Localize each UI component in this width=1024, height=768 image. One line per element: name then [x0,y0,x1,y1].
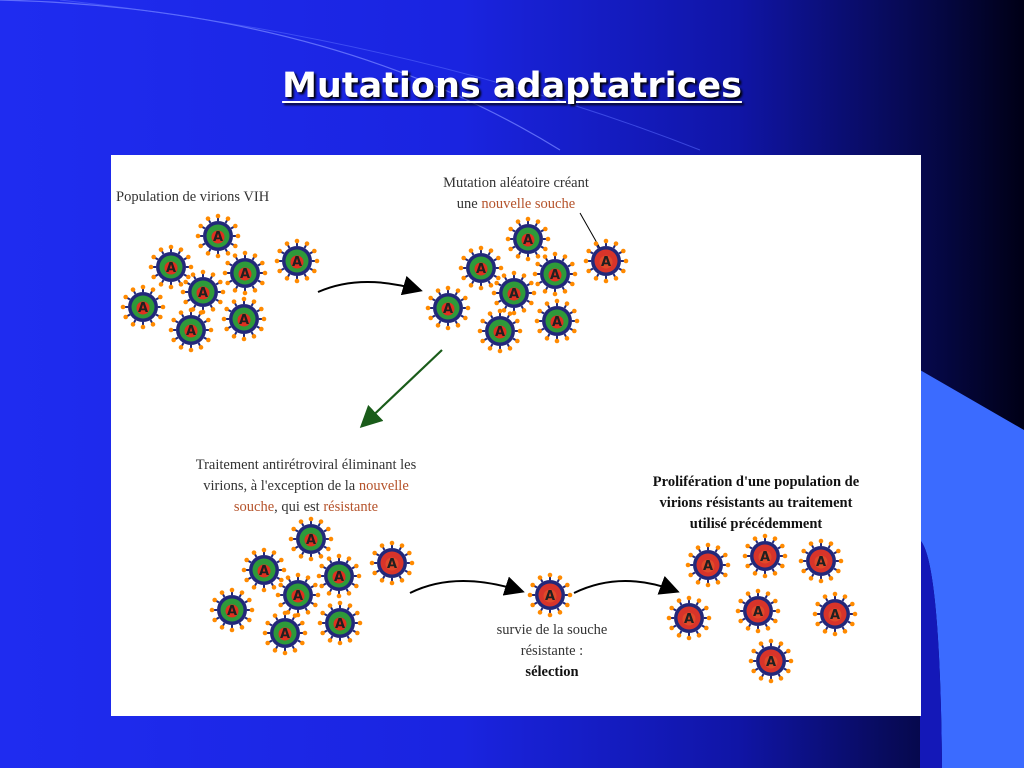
slide-title: Mutations adaptatrices [282,66,742,106]
hiv-virion-icon: A [275,572,321,618]
label-random-mutation: Mutation aléatoire créant une nouvelle s… [416,173,616,215]
virion-letter: A [760,550,770,565]
virion-letter: A [239,313,249,328]
resistant-virion-icon: A [666,595,712,641]
background-accent-shape [920,370,1024,768]
label-antiretroviral-treatment: Traitement antirétroviral éliminant les … [151,455,461,518]
background-curve-2 [59,0,701,151]
virion-letter: A [240,267,250,282]
hiv-virion-icon: A [288,516,334,562]
virion-letter: A [292,255,302,270]
virion-letter: A [138,301,148,316]
virion-letter: A [523,233,533,248]
label-new-strain: nouvelle souche [481,196,576,212]
hiv-virion-icon: A [505,216,551,262]
figure-diagram: A A A A A A A A A A A A A A A A A A A A A A A A A A A A A A A A [120,212,858,684]
hiv-virion-icon: A [477,308,523,354]
hiv-virion-icon: A [274,238,320,284]
resistant-virion-icon: A [748,638,794,684]
hiv-virion-icon: A [195,213,241,259]
virion-letter: A [166,261,176,276]
hiv-virion-icon: A [180,269,226,315]
hiv-virion-icon: A [458,245,504,291]
virion-letter: A [830,608,840,623]
label-initial-population: Population de virions VIH [116,189,270,205]
hiv-virion-icon: A [241,547,287,593]
label-survival-line1: survie de la souche [496,622,608,638]
virion-letter: A [335,617,345,632]
resistant-virion-icon: A [583,238,629,284]
virion-letter: A [306,533,316,548]
arrow-mutation [317,275,423,296]
arrow-proliferation [573,575,680,595]
hiv-virion-icon: A [532,251,578,297]
hiv-virion-icon: A [120,284,166,330]
virion-letter: A [334,570,344,585]
label-treatment-resistant: résistante [323,499,379,515]
arrow-selection [409,576,525,596]
label-random-mutation-line2-prefix: une [456,196,482,212]
label-proliferation-line2: virions résistants au traitement [659,495,853,511]
resistant-virion-icon: A [742,533,788,579]
hiv-virion-icon: A [317,600,363,646]
label-survival-selection: survie de la souche résistante : sélecti… [467,620,637,683]
background-curve-1 [0,0,561,151]
figure-panel: A A A A A A A A A A A A A A A A A A A A A A A A A A A A A A A A Populat… [111,155,921,716]
hiv-virion-icon: A [262,610,308,656]
virion-letter: A [443,302,453,317]
virion-letter: A [387,557,397,572]
virion-letter: A [509,287,519,302]
hiv-virion-icon: A [491,270,537,316]
label-survival-line2: résistante : [520,643,584,659]
label-treatment-line2-prefix: virions, à l'exception de la [203,478,359,494]
virion-letter: A [476,262,486,277]
hiv-virion-icon: A [534,298,580,344]
arrow-treatment [359,349,443,429]
label-proliferation-line1: Prolifération d'une population de [652,474,860,490]
label-treatment-which-is: , qui est [274,499,324,515]
virion-letter: A [495,325,505,340]
virion-letter: A [227,604,237,619]
virion-letter: A [766,655,776,670]
hiv-virion-icon: A [168,307,214,353]
virion-letter: A [601,255,611,270]
virion-letter: A [293,589,303,604]
resistant-virion-icon: A [812,591,858,637]
label-treatment-line1: Traitement antirétroviral éliminant les [195,457,417,473]
resistant-virion-icon: A [685,542,731,588]
virion-letter: A [552,315,562,330]
virion-letter: A [259,564,269,579]
hiv-virion-icon: A [222,250,268,296]
resistant-virion-icon: A [369,540,415,586]
label-treatment-strain: souche [233,499,275,515]
virion-letter: A [545,589,555,604]
label-random-mutation-line1: Mutation aléatoire créant [443,175,589,191]
label-proliferation-line3: utilisé précédemment [689,516,823,532]
hiv-virion-icon: A [148,244,194,290]
virion-letter: A [280,627,290,642]
hiv-virion-icon: A [316,553,362,599]
virion-letter: A [703,559,713,574]
label-proliferation: Prolifération d'une population de virion… [606,472,906,535]
label-treatment-new: nouvelle [358,478,409,494]
hiv-virion-icon: A [425,285,471,331]
resistant-virion-icon: A [735,588,781,634]
background-dark-wedge [920,540,942,768]
resistant-virion-icon: A [527,572,573,618]
virion-letter: A [684,612,694,627]
label-selection: sélection [525,664,579,680]
virion-letter: A [186,324,196,339]
virion-group: A A A A A A A A A A A A A A A A A A A A A A A A A A A A A A A A [120,213,858,684]
virion-letter: A [753,605,763,620]
virion-letter: A [550,268,560,283]
hiv-virion-icon: A [209,587,255,633]
resistant-virion-icon: A [798,538,844,584]
virion-letter: A [816,555,826,570]
hiv-virion-icon: A [221,296,267,342]
virion-letter: A [213,230,223,245]
virion-letter: A [198,286,208,301]
